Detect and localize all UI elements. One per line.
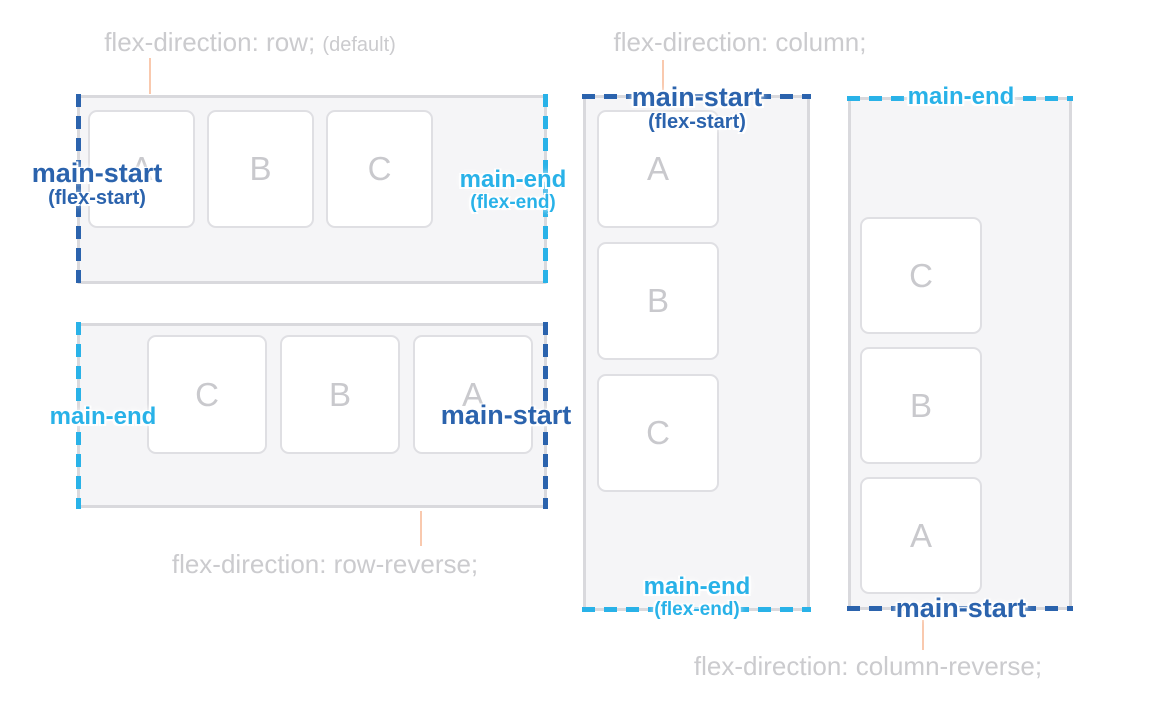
caption-column-reverse-text: flex-direction: column-reverse;: [693, 651, 1043, 681]
flex-item: B: [597, 242, 719, 360]
flex-item: C: [597, 374, 719, 492]
main-end-dashed-edge: [847, 96, 1073, 101]
main-start-label: main-start: [631, 82, 763, 112]
main-end-label: main-end: [907, 83, 1015, 110]
connector-line-row: [149, 58, 151, 94]
main-end-label: main-end: [459, 166, 567, 193]
caption-row-reverse-text: flex-direction: row-reverse;: [171, 549, 479, 579]
main-start-dashed-edge: [543, 322, 548, 509]
label-row-main-start: main-start (flex-start): [31, 158, 163, 210]
flex-end-label: (flex-end): [654, 598, 740, 620]
main-start-dashed-edge: [582, 94, 811, 99]
caption-row-text: flex-direction: row;: [104, 27, 316, 57]
label-column-main-end: main-end (flex-end): [644, 574, 751, 620]
flex-item: B: [860, 347, 982, 464]
flex-item: B: [280, 335, 400, 454]
main-start-label: main-start: [31, 158, 163, 188]
flex-item: A: [413, 335, 533, 454]
main-start-dashed-edge: [76, 94, 81, 285]
flex-item: C: [860, 217, 982, 334]
caption-row-note: (default): [322, 34, 396, 56]
connector-line-column: [662, 60, 664, 90]
label-row-main-end: main-end (flex-end): [460, 167, 567, 213]
main-start-label: main-start: [895, 593, 1027, 623]
caption-row: flex-direction: row; (default): [104, 27, 396, 58]
main-end-dashed-edge: [76, 322, 81, 509]
caption-column-reverse: flex-direction: column-reverse;: [694, 651, 1042, 682]
flex-container-column: A B C: [582, 94, 811, 612]
main-end-label: main-end: [49, 403, 157, 430]
connector-line-column-reverse: [922, 620, 924, 650]
flex-container-row-reverse: C B A: [76, 322, 548, 509]
flex-item: A: [860, 477, 982, 594]
caption-row-reverse: flex-direction: row-reverse;: [172, 549, 478, 580]
label-row-reverse-main-end: main-end: [50, 404, 157, 430]
caption-column-text: flex-direction: column;: [613, 27, 867, 57]
flex-end-label: (flex-end): [470, 191, 556, 213]
main-start-label: main-start: [440, 400, 572, 430]
flex-start-label: (flex-start): [48, 187, 146, 210]
label-row-reverse-main-start: main-start: [440, 400, 572, 430]
flex-container-column-reverse: C B A: [847, 96, 1073, 611]
flex-item: A: [88, 110, 195, 228]
caption-column: flex-direction: column;: [614, 27, 867, 58]
flex-item: A: [597, 110, 719, 228]
flex-start-label: (flex-start): [648, 111, 746, 134]
main-end-dashed-edge: [582, 607, 811, 612]
label-column-main-start: main-start (flex-start): [631, 82, 763, 134]
connector-line-row-reverse: [420, 511, 422, 546]
flex-item: C: [326, 110, 433, 228]
label-column-reverse-main-start: main-start: [895, 593, 1027, 623]
main-start-dashed-edge: [847, 606, 1073, 611]
flex-container-row: A B C: [76, 94, 548, 285]
main-end-dashed-edge: [543, 94, 548, 285]
flex-item: B: [207, 110, 314, 228]
main-end-label: main-end: [643, 573, 751, 600]
flex-item: C: [147, 335, 267, 454]
label-column-reverse-main-end: main-end: [908, 84, 1015, 110]
